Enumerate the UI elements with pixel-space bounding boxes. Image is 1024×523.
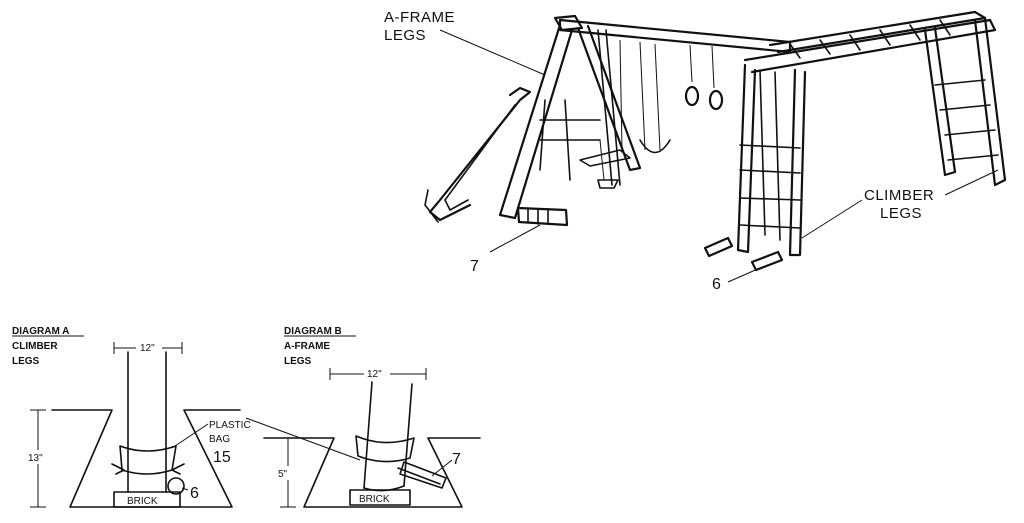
aframe-label-line2: LEGS <box>384 27 426 44</box>
climber-leader-2 <box>944 169 999 196</box>
aframe-leader <box>439 29 546 76</box>
diagram-a-plastic-1: PLASTIC <box>209 420 251 431</box>
diagram-b-part-7: 7 <box>452 451 461 468</box>
part7-leader <box>489 224 541 253</box>
diagram-a-subtitle-2: LEGS <box>12 356 40 367</box>
diagram-b-width: 12" <box>367 369 382 380</box>
diagram-a: DIAGRAM A CLIMBER LEGS 12" 13" BRICK PLA… <box>12 326 251 508</box>
aframe-label-line1: A-FRAME <box>384 9 455 26</box>
diagram-a-title: DIAGRAM A <box>12 326 69 337</box>
part6-leader <box>727 267 761 283</box>
part-6-label: 6 <box>712 276 721 293</box>
diagram-a-width: 12" <box>140 343 155 354</box>
diagram-b-subtitle-2: LEGS <box>284 356 312 367</box>
diagram-a-plastic-2: BAG <box>209 434 230 445</box>
diagram-a-subtitle-1: CLIMBER <box>12 341 58 352</box>
diagram-b-title: DIAGRAM B <box>284 326 342 337</box>
climber-label-line2: LEGS <box>880 205 922 222</box>
diagram-a-part-6: 6 <box>190 485 199 502</box>
playset-illustration <box>424 10 1007 272</box>
diagram-b-brick: BRICK <box>359 494 390 505</box>
diagram-b-subtitle-1: A-FRAME <box>284 341 330 352</box>
part-7-label: 7 <box>470 258 479 275</box>
diagram-a-depth: 13" <box>28 453 43 464</box>
diagram-a-plastic-num: 15 <box>213 449 231 466</box>
climber-leader <box>801 199 863 239</box>
diagram-a-brick: BRICK <box>127 496 158 507</box>
climber-label-line1: CLIMBER <box>864 187 934 204</box>
diagram-b: DIAGRAM B A-FRAME LEGS 12" 5" BRICK <box>245 326 481 508</box>
diagram-b-depth: 5" <box>278 469 288 480</box>
